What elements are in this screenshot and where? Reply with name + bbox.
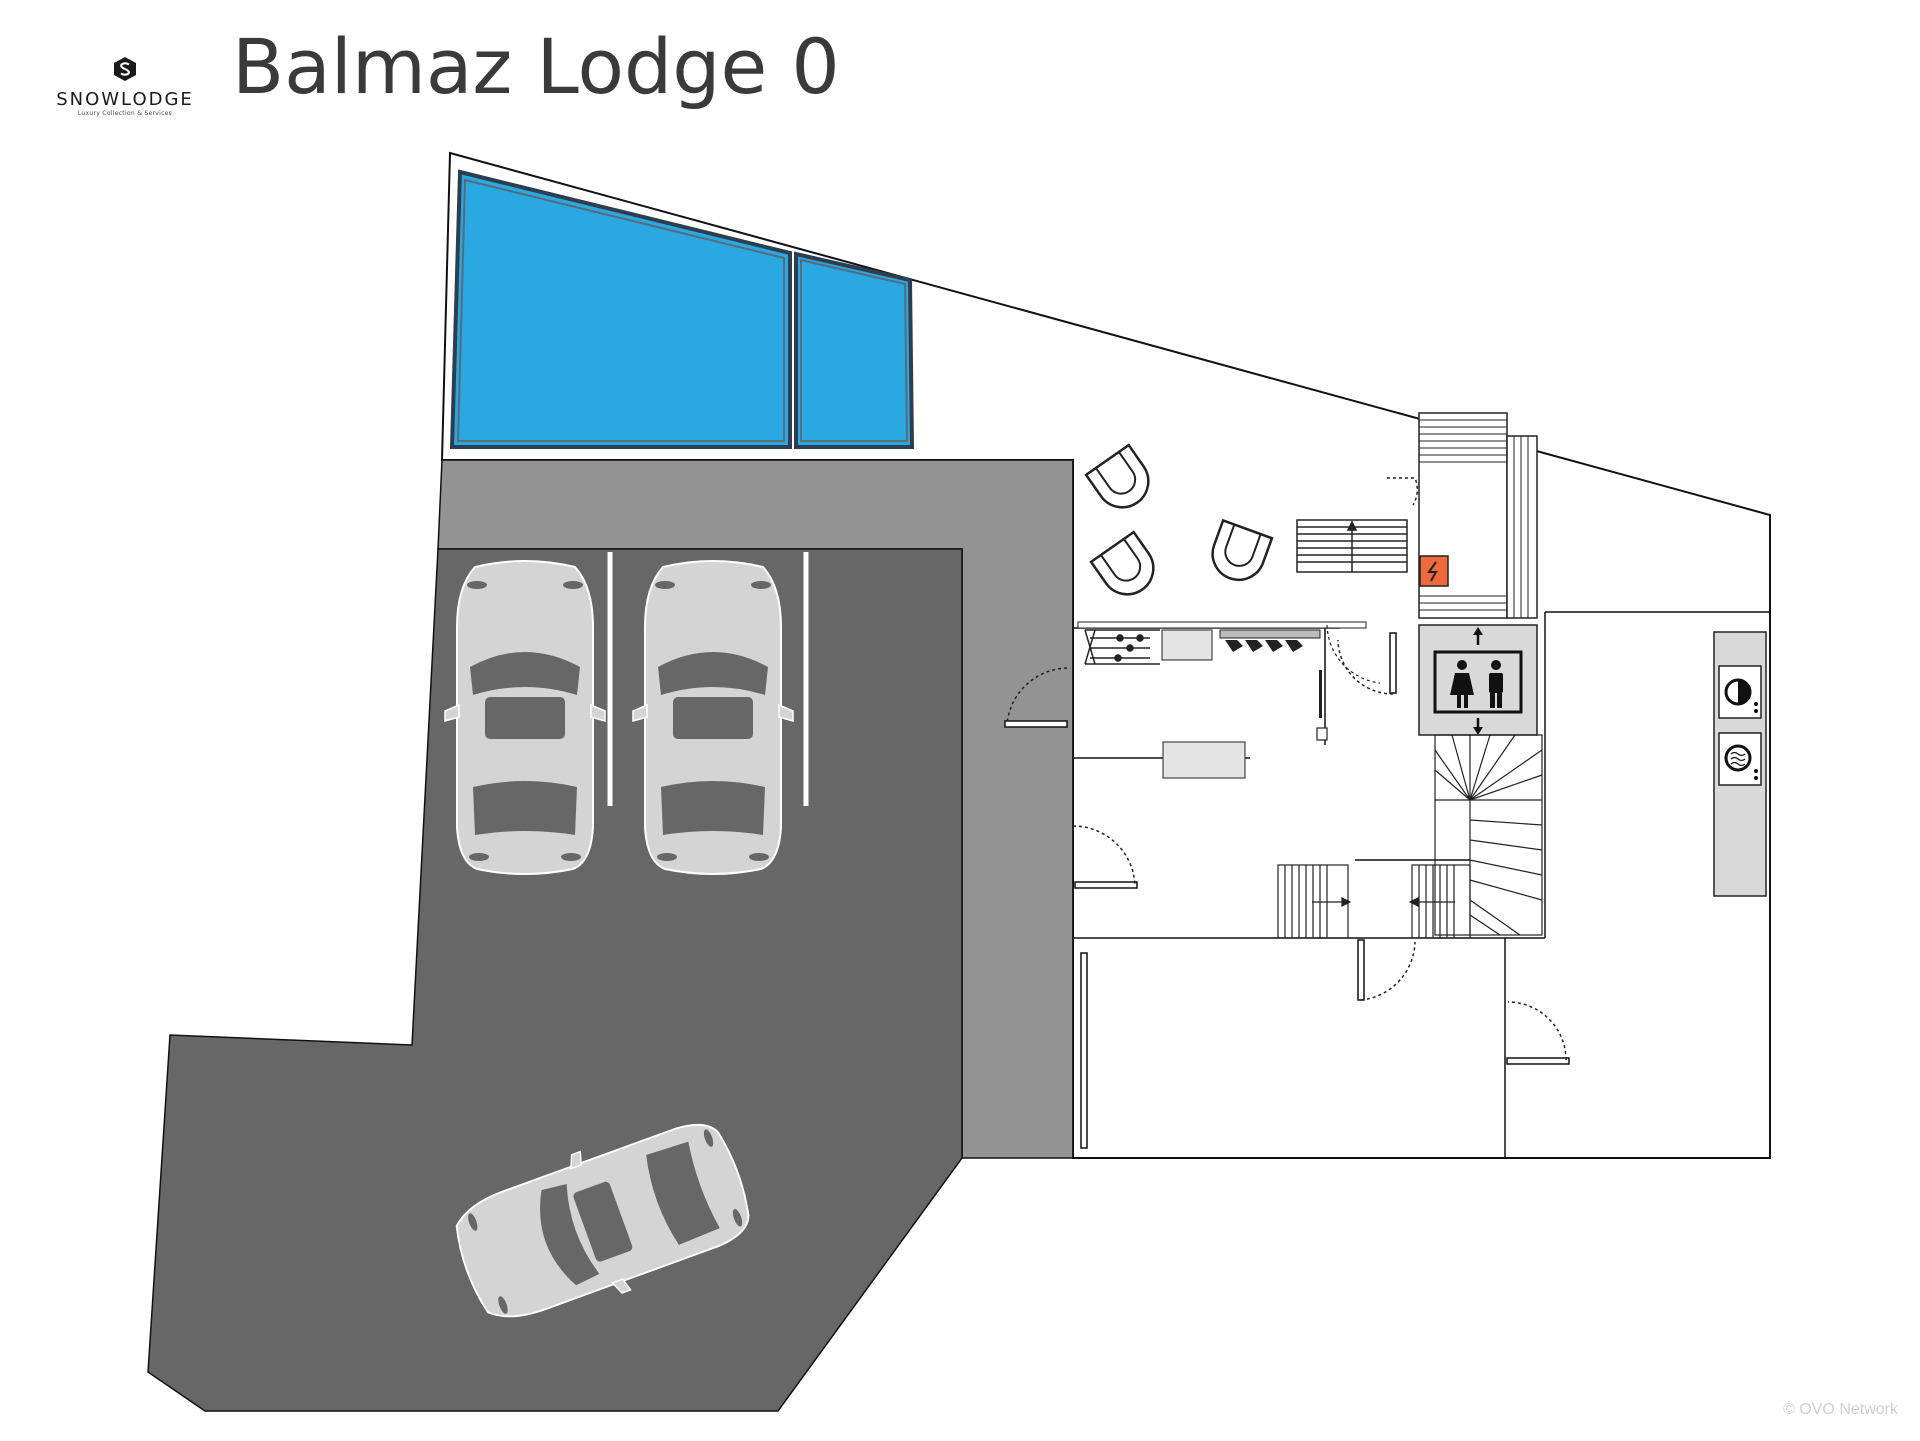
door-swing <box>1006 477 1567 1061</box>
spa-pool <box>794 251 915 449</box>
dryer-icon <box>1718 665 1762 719</box>
stairs <box>1434 734 1543 936</box>
boot-rack-icon <box>1219 629 1321 652</box>
brand-tagline: Luxury Collection & Services <box>77 110 173 117</box>
car-icon <box>632 560 794 875</box>
page-title: Balmaz Lodge 0 <box>232 22 840 111</box>
brand-logo: SNOWLODGE Luxury Collection & Services <box>40 56 210 117</box>
ski-rack-icon <box>1084 629 1160 665</box>
snowlodge-s-icon <box>114 57 136 81</box>
elevator-icon <box>1418 624 1538 736</box>
car-icon <box>444 560 606 875</box>
stairs <box>1296 519 1408 573</box>
brand-name: SNOWLODGE <box>56 89 194 110</box>
main-pool <box>449 169 792 449</box>
copyright-notice: © OVO Network <box>1783 1401 1898 1418</box>
stairs <box>1277 864 1471 939</box>
washing-machine-icon <box>1718 732 1762 786</box>
electrical-panel-icon <box>1419 555 1449 587</box>
pool <box>449 169 915 449</box>
